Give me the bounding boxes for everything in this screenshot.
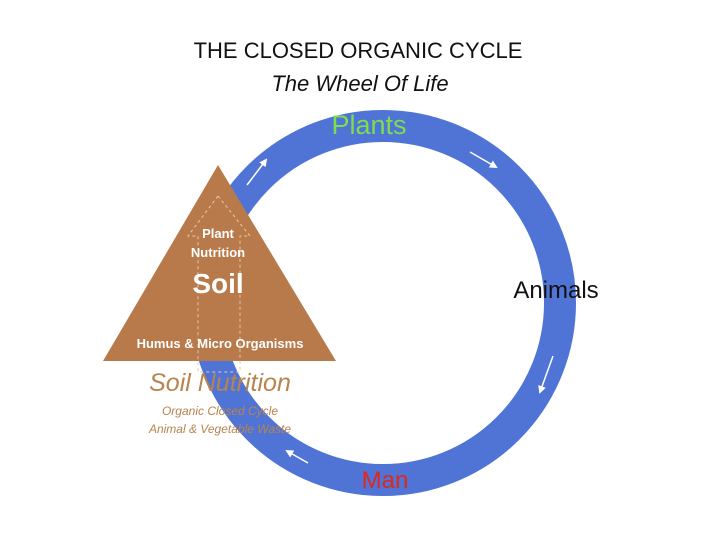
animals-label: Animals [513, 277, 598, 304]
diagram-title: THE CLOSED ORGANIC CYCLE [194, 38, 523, 63]
flow-arrow-lower-right [538, 355, 554, 394]
humus-label: Humus & Micro Organisms [137, 336, 304, 351]
flow-arrow-bottom [285, 450, 309, 464]
soil-nutrition-heading: Soil Nutrition [149, 369, 291, 397]
flow-arrow-upper-right [469, 151, 498, 168]
plant-nutrition-line2: Nutrition [191, 245, 245, 260]
caption-line1: Organic Closed Cycle [162, 404, 278, 418]
soil-triangle [103, 165, 336, 361]
plant-nutrition-line1: Plant [202, 226, 234, 241]
plants-label: Plants [331, 110, 406, 140]
caption-line2: Animal & Vegetable Waste [148, 422, 291, 436]
man-label: Man [362, 467, 409, 494]
diagram-subtitle: The Wheel Of Life [271, 71, 448, 96]
soil-label: Soil [192, 268, 243, 299]
triangle-dashed-outline [187, 195, 252, 373]
flow-arrow-upper-left [246, 158, 268, 186]
